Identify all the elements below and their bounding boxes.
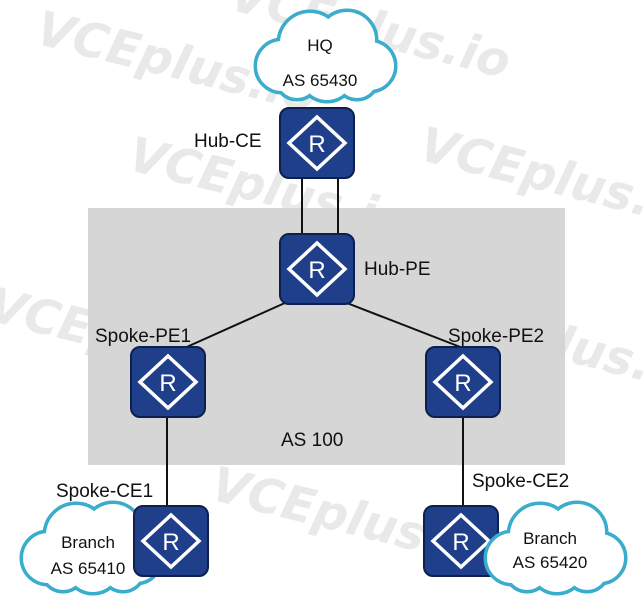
as100-label: AS 100 — [281, 430, 343, 451]
router-spoke-pe2-label: Spoke-PE2 — [448, 326, 544, 347]
router-hub-ce[interactable] — [278, 106, 356, 180]
branch1-cloud: Branch AS 65410 — [23, 504, 160, 592]
router-spoke-pe1[interactable] — [129, 345, 207, 419]
branch2-cloud-as: AS 65420 — [513, 553, 588, 572]
branch1-cloud-as: AS 65410 — [51, 559, 126, 578]
router-spoke-ce1-label: Spoke-CE1 — [56, 481, 153, 502]
router-hub-pe[interactable] — [278, 232, 356, 306]
router-spoke-pe1-label: Spoke-PE1 — [95, 326, 191, 347]
hq-cloud-name: HQ — [307, 36, 333, 55]
router-hub-ce-label: Hub-CE — [194, 131, 262, 152]
branch2-cloud-name: Branch — [523, 529, 577, 548]
router-spoke-pe2[interactable] — [424, 345, 502, 419]
router-spoke-ce2-label: Spoke-CE2 — [472, 471, 569, 492]
router-spoke-ce1[interactable] — [132, 504, 210, 578]
branch1-cloud-name: Branch — [61, 533, 115, 552]
hq-cloud-as: AS 65430 — [283, 71, 358, 90]
link-hubpe-spokepe2 — [333, 297, 469, 351]
link-hubpe-spokepe1 — [179, 297, 297, 351]
links — [166, 178, 469, 508]
hq-cloud: HQ AS 65430 — [257, 12, 394, 100]
router-hub-pe-label: Hub-PE — [364, 259, 431, 280]
branch2-cloud: Branch AS 65420 — [487, 504, 624, 592]
